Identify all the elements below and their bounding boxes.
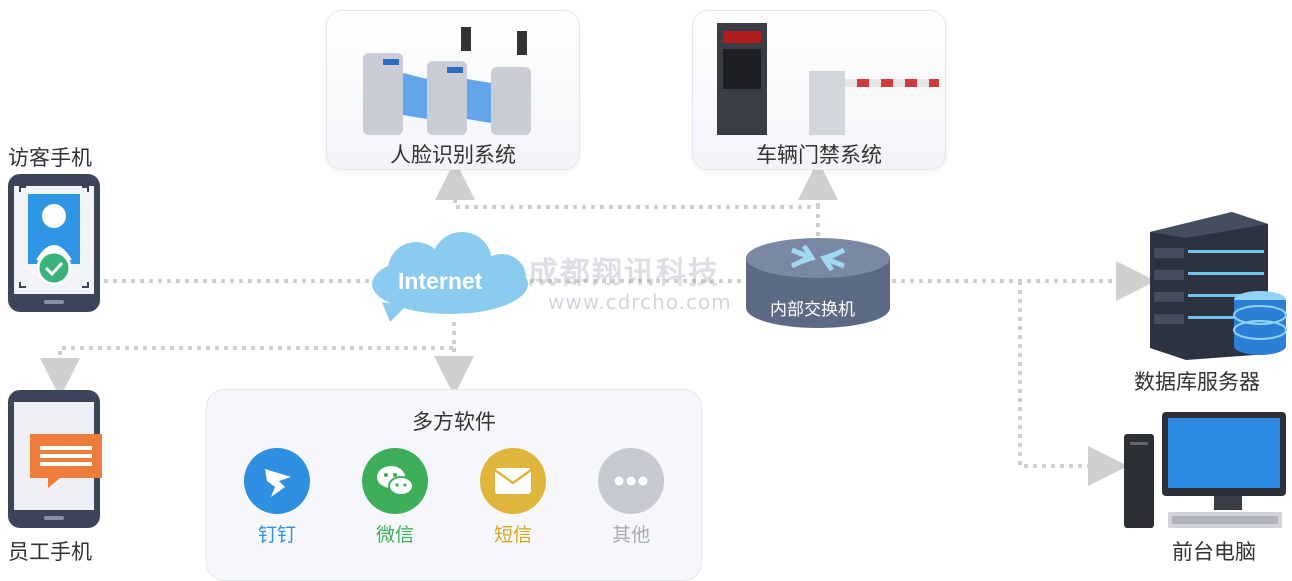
turnstile-gate-icon: [363, 27, 531, 135]
db-server-label: 数据库服务器: [1134, 370, 1260, 394]
app-dingtalk: 钉钉: [237, 448, 317, 547]
app-name: 钉钉: [257, 524, 296, 546]
switch-router-icon: [746, 238, 890, 328]
front-pc-label: 前台电脑: [1172, 540, 1256, 564]
switch-label: 内部交换机: [770, 300, 855, 320]
app-name: 其他: [611, 524, 650, 546]
internet-cloud-icon: [372, 232, 528, 322]
line-switch-to-face: [435, 160, 820, 236]
face-recognition-panel: 人脸识别系统: [326, 10, 580, 170]
watermark-text: 成都翔讯科技: [528, 256, 720, 291]
dingtalk-icon: [244, 448, 310, 514]
line-switch-to-pc: [1018, 281, 1128, 486]
staff-phone-label: 员工手机: [8, 540, 92, 564]
software-panel-title: 多方软件: [412, 410, 496, 434]
staff-phone-icon: [8, 390, 102, 528]
envelope-icon: [480, 448, 546, 514]
watermark-url: www.cdrcho.com: [548, 290, 732, 314]
vehicle-system-label: 车辆门禁系统: [756, 143, 882, 167]
line-internet-to-staff: [40, 322, 456, 398]
wechat-icon: [362, 448, 428, 514]
connector-lines: [40, 160, 1156, 486]
app-wechat: 微信: [355, 448, 435, 547]
app-sms: 短信: [473, 448, 553, 547]
more-icon: [598, 448, 664, 514]
visitor-phone-label: 访客手机: [8, 146, 92, 170]
app-name: 微信: [375, 524, 414, 546]
database-server-icon: [1150, 212, 1287, 360]
visitor-phone-icon: [8, 174, 100, 312]
vehicle-access-panel: 车辆门禁系统: [692, 10, 946, 170]
front-desk-pc-icon: [1124, 412, 1286, 528]
app-other: 其他: [591, 448, 671, 547]
parking-barrier-icon: [717, 23, 939, 135]
internet-label: Internet: [398, 268, 483, 294]
face-system-label: 人脸识别系统: [390, 143, 516, 167]
software-panel: 多方软件 钉钉 微信 短信: [206, 389, 702, 581]
app-name: 短信: [493, 524, 532, 546]
